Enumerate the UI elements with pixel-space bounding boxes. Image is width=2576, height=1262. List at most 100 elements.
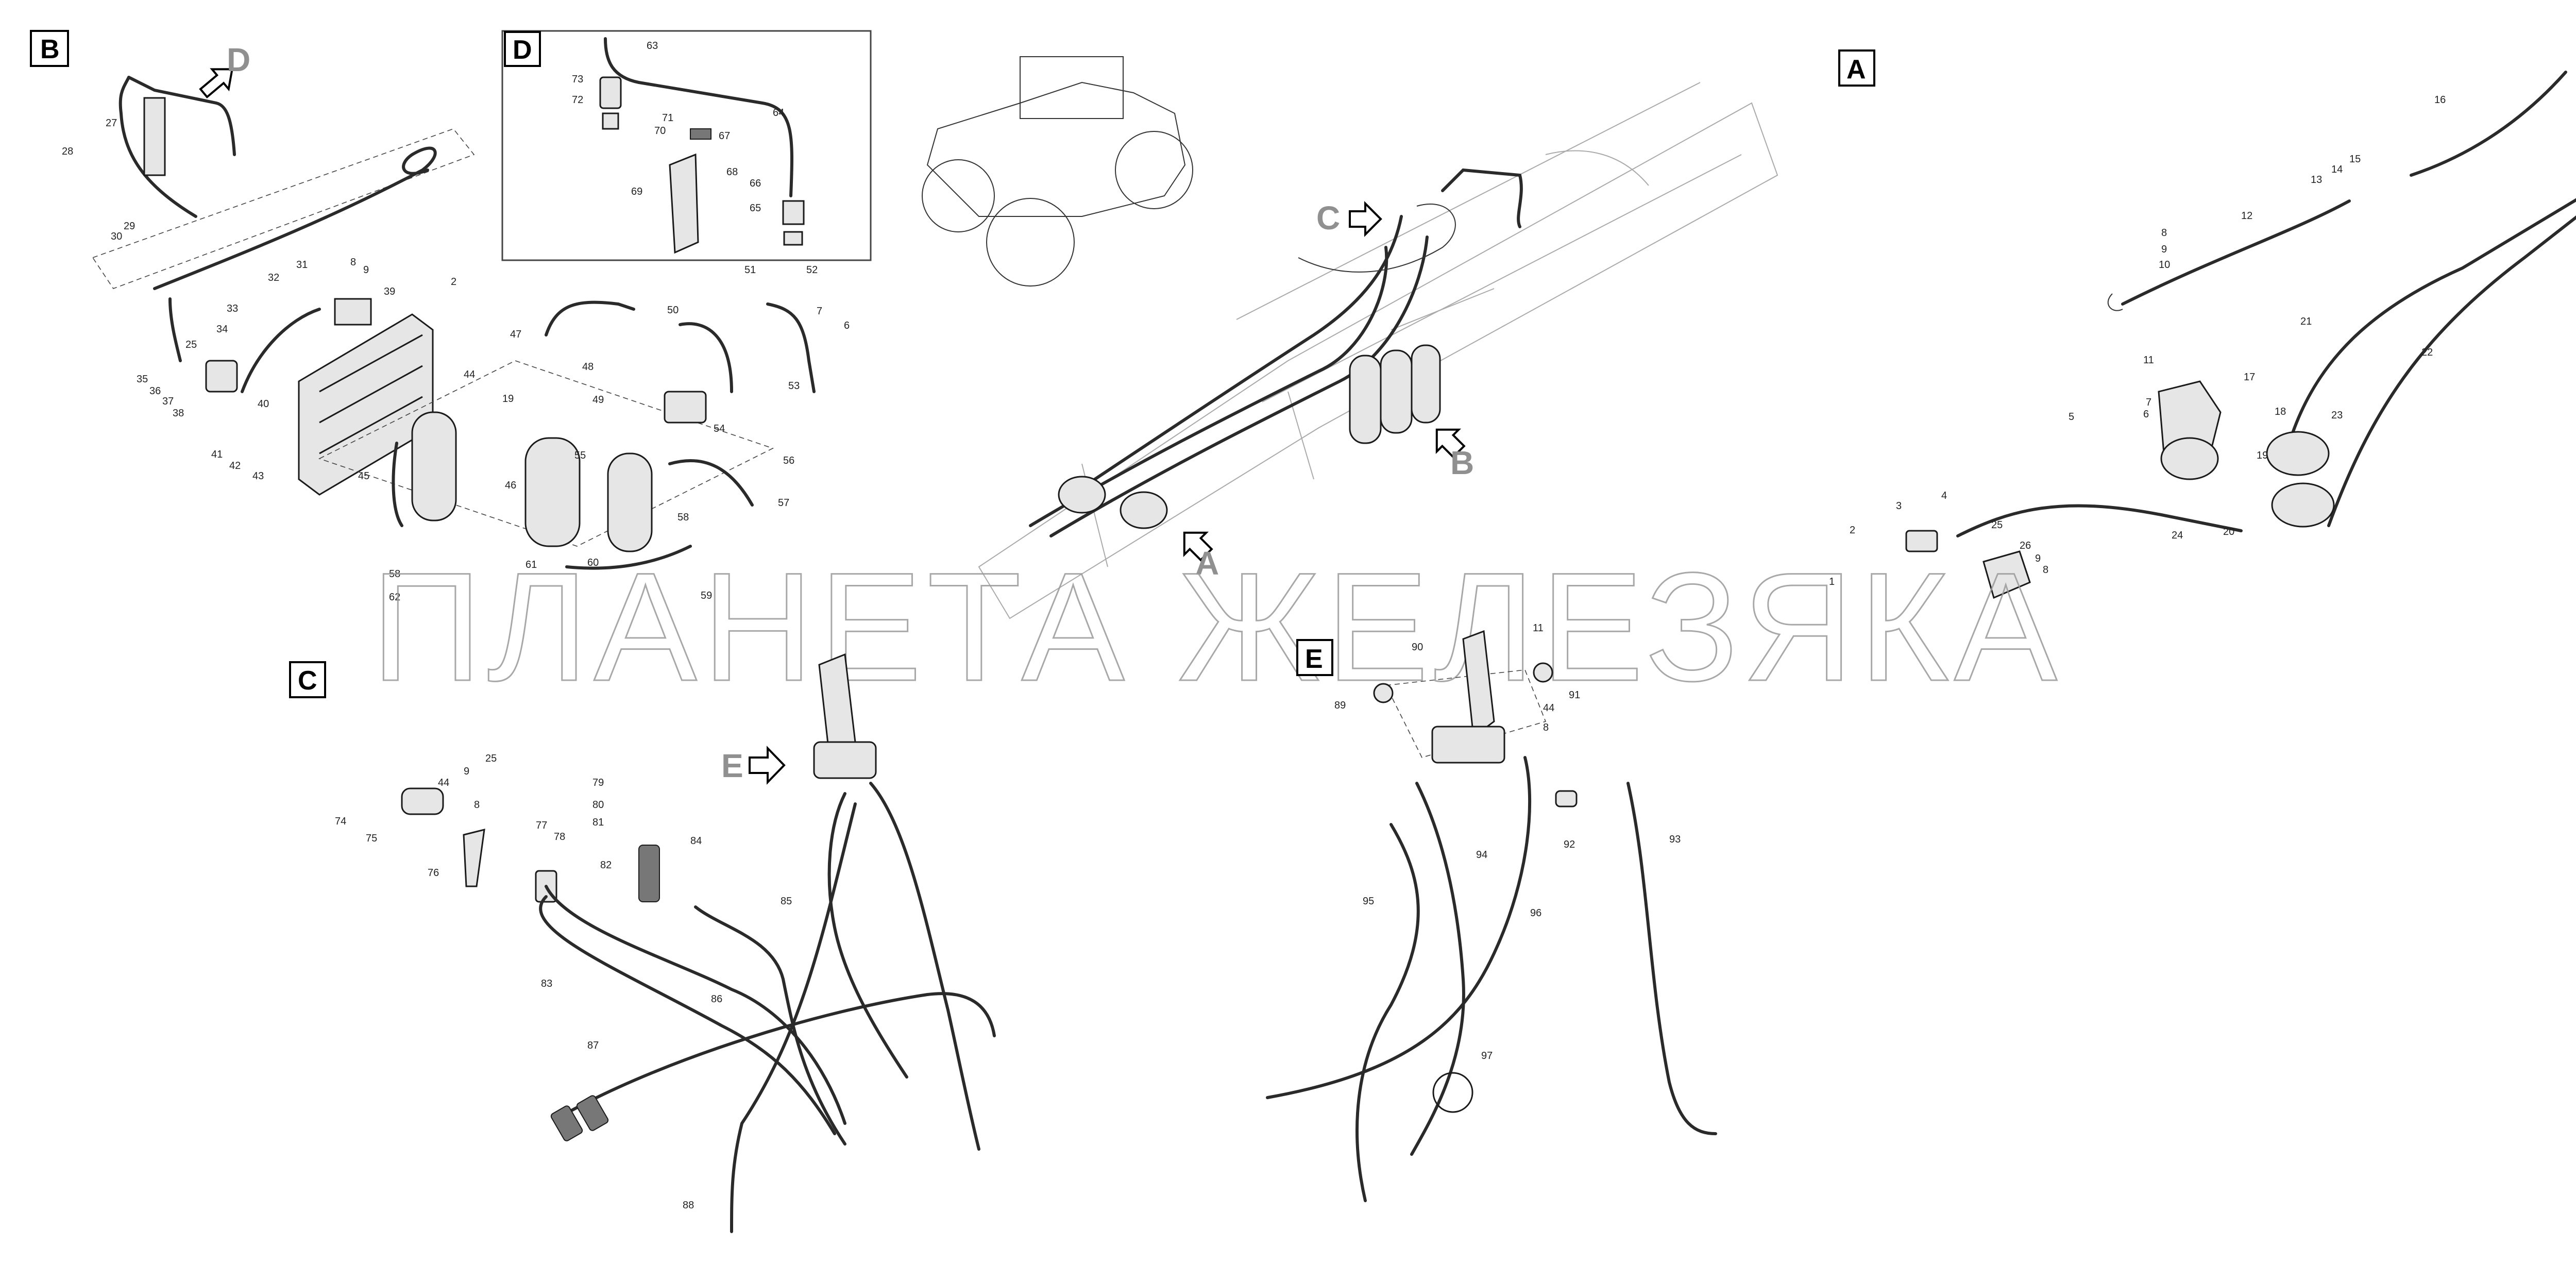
callout: 74 xyxy=(335,816,346,827)
callout: 5 xyxy=(2069,411,2074,423)
callout: 36 xyxy=(149,385,161,397)
hose-83 xyxy=(545,885,846,1125)
hose-34 xyxy=(241,308,321,393)
callout: 6 xyxy=(2143,409,2149,420)
chassis-detail xyxy=(1391,150,1649,330)
callout: 31 xyxy=(296,259,308,271)
callout: 32 xyxy=(268,272,279,283)
tractor-cab xyxy=(1020,56,1124,119)
hose-88 xyxy=(730,802,857,1233)
callout: 15 xyxy=(2349,154,2361,165)
hose-33 xyxy=(168,297,182,362)
watermark: ПЛАНЕТА ЖЕЛЕЗЯКА xyxy=(371,540,2062,713)
callout: 41 xyxy=(211,449,223,460)
hose-64 xyxy=(604,37,793,197)
tractor-left-wheel xyxy=(922,159,995,232)
callout: 87 xyxy=(587,1040,599,1051)
callout: 84 xyxy=(690,835,702,847)
chassis-tank-3 xyxy=(1411,344,1441,424)
callout: 94 xyxy=(1476,849,1487,861)
callout: 25 xyxy=(485,753,497,764)
valve-75 xyxy=(401,787,444,815)
assembly-outline xyxy=(92,128,475,289)
callout: 4 xyxy=(1941,490,1947,501)
callout: 30 xyxy=(111,231,122,242)
callout: 9 xyxy=(464,766,469,777)
view-d-frame xyxy=(504,31,541,67)
view-e-callouts: 90 11 89 91 44 8 94 92 93 95 96 97 xyxy=(1334,622,1681,1062)
chassis-hose-3 xyxy=(1070,215,1403,496)
view-c-group: C E 25 9 44 8 74 75 76 77 78 xyxy=(289,653,996,1233)
callout: 24 xyxy=(2172,530,2183,541)
callout: 83 xyxy=(541,978,552,989)
brake-chamber-20 xyxy=(2271,482,2335,528)
callout: 38 xyxy=(173,408,184,419)
fitting-72 xyxy=(602,112,619,130)
callout: 11 xyxy=(1533,622,1544,634)
callout: 62 xyxy=(389,592,400,603)
callout: 8 xyxy=(350,257,356,268)
callout: 28 xyxy=(62,146,73,157)
callout: 8 xyxy=(474,799,480,811)
receivers-callouts: 47 48 19 49 50 51 52 7 6 53 54 55 56 57 … xyxy=(389,264,850,603)
view-d-label: D xyxy=(513,35,532,65)
callout: 67 xyxy=(719,130,730,142)
callout: 47 xyxy=(510,329,521,340)
view-b-pointer-arrow xyxy=(1435,428,1466,459)
callout: 58 xyxy=(389,568,400,580)
hose-50 xyxy=(679,322,733,393)
hose-87 xyxy=(827,792,908,1079)
callout: 50 xyxy=(667,305,679,316)
valve-38 xyxy=(205,360,238,393)
callout: 75 xyxy=(366,833,377,844)
view-a-callouts: 16 15 14 13 12 8 9 10 11 17 5 6 7 21 22 … xyxy=(1829,94,2446,587)
callout: 96 xyxy=(1530,907,1541,919)
brake-chamber-18 xyxy=(2160,437,2219,480)
hose-47 xyxy=(545,300,635,336)
view-e-label: E xyxy=(1305,644,1323,674)
valve-39 xyxy=(334,298,372,326)
callout: 37 xyxy=(162,396,174,407)
valve-54 xyxy=(664,391,707,424)
callout: 29 xyxy=(124,221,135,232)
view-a-group: A 16 15 14 13 12 8 9 10 11 17 5 6 7 21 xyxy=(1829,49,2576,599)
valve-84 xyxy=(638,845,660,902)
hose-59 xyxy=(565,545,692,570)
brake-chamber-23 xyxy=(2266,431,2330,476)
view-e-group: E 90 11 89 91 44 8 94 92 93 95 96 97 xyxy=(1266,622,1717,1202)
hose-24 xyxy=(1956,504,2243,537)
bracket-76 xyxy=(463,829,485,887)
callout: 51 xyxy=(744,264,756,276)
callout: 7 xyxy=(2146,397,2151,408)
callout: 44 xyxy=(438,777,449,788)
callout: 6 xyxy=(844,320,850,331)
tractor-front-wheel xyxy=(986,198,1075,287)
callout: 44 xyxy=(464,369,475,380)
chassis-frame xyxy=(978,102,1778,619)
view-c-frame xyxy=(289,661,326,698)
view-b-frame xyxy=(30,30,69,67)
hose-cross xyxy=(565,992,996,1115)
nut-91 xyxy=(1533,662,1553,683)
view-d-group: D 63 73 72 71 70 67 68 69 64 66 65 xyxy=(501,30,872,261)
receivers-group: 47 48 19 49 50 51 52 7 6 53 54 55 56 57 … xyxy=(318,264,850,603)
hose-28b xyxy=(127,76,236,156)
hose-12-loop xyxy=(2107,293,2123,311)
chassis-hose-2 xyxy=(1049,235,1429,537)
o-ring-97 xyxy=(1432,1072,1473,1113)
callout: 26 xyxy=(2020,540,2031,551)
callout: 9 xyxy=(2035,553,2041,564)
hose-31 xyxy=(153,146,437,290)
tractor-body xyxy=(926,81,1186,217)
hose-main xyxy=(869,782,980,1151)
view-d-border xyxy=(501,30,872,261)
view-b-group: B D 27 28 29 30 31 32 8 9 39 2 xyxy=(30,30,516,496)
callout: 89 xyxy=(1334,700,1346,711)
view-e-outline xyxy=(1385,669,1547,758)
callout: 13 xyxy=(2311,174,2322,186)
view-b-callouts: 27 28 29 30 31 32 8 9 39 2 33 34 25 35 3… xyxy=(62,117,516,491)
brake-valve xyxy=(813,741,877,779)
chassis-pipe-d xyxy=(1441,168,1523,228)
callout: 14 xyxy=(2331,164,2343,175)
